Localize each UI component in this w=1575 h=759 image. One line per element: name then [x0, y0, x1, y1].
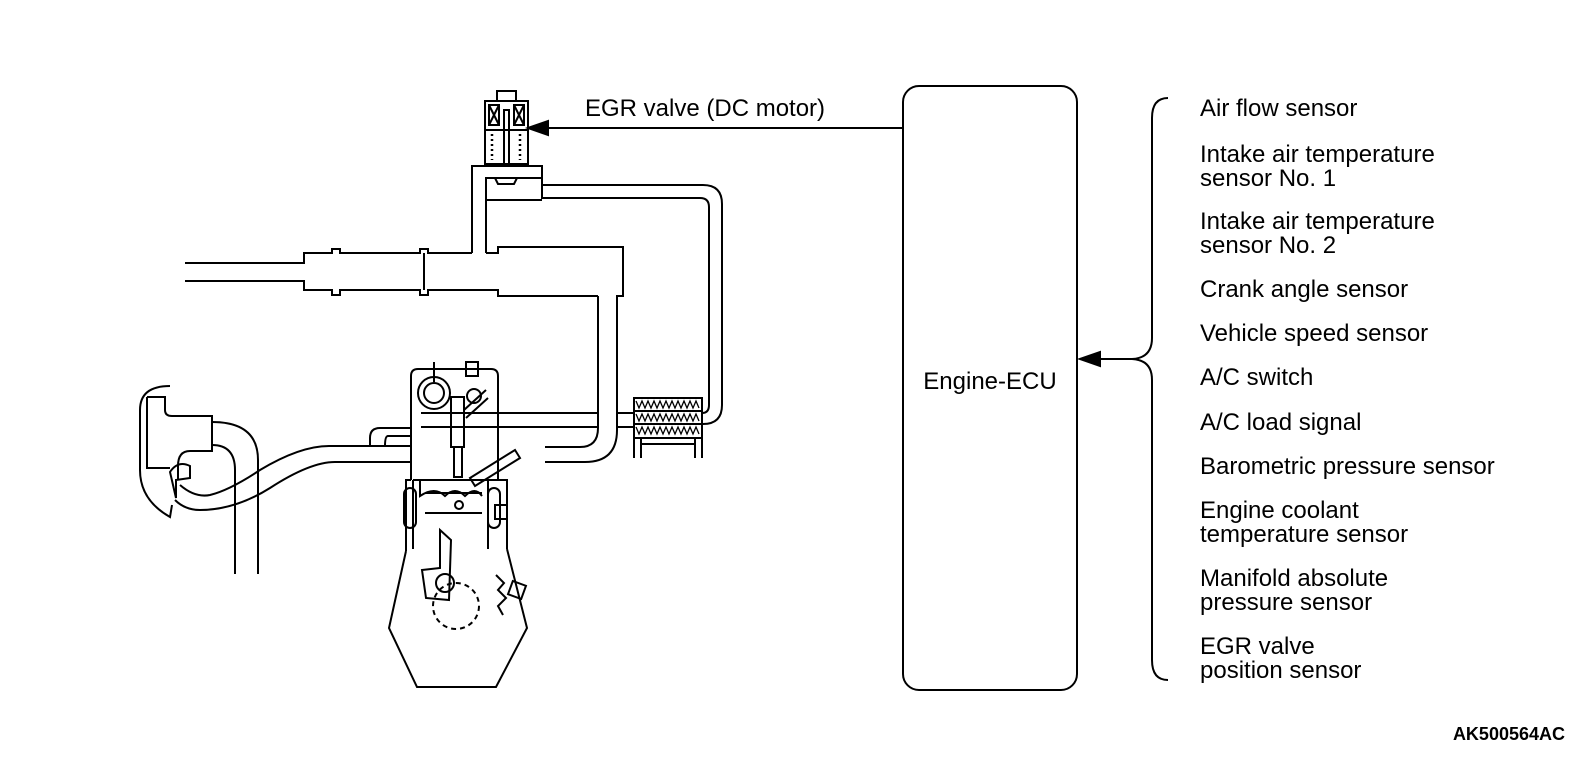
input-line: Intake air temperature — [1200, 208, 1435, 235]
figure-code: AK500564AC — [1452, 724, 1565, 744]
engine-ecu-box — [902, 85, 1078, 691]
input-line: Manifold absolute — [1200, 565, 1389, 592]
egr-control-arrow — [524, 119, 903, 137]
input-line: A/C switch — [1200, 364, 1314, 391]
egr-valve-icon — [484, 90, 529, 185]
input-barometric-pressure-sensor: Barometric pressure sensor — [1200, 455, 1495, 479]
egr-cooler-icon — [617, 397, 703, 458]
input-line: Intake air temperature — [1200, 141, 1435, 168]
input-brace — [1131, 97, 1169, 681]
input-air-flow-sensor: Air flow sensor — [1200, 97, 1357, 121]
egr-valve-label: EGR valve (DC motor) — [585, 95, 826, 122]
input-ac-load-signal: A/C load signal — [1200, 411, 1361, 435]
input-vehicle-speed-sensor: Vehicle speed sensor — [1200, 322, 1428, 346]
input-line: A/C load signal — [1200, 409, 1362, 436]
egr-passage — [471, 165, 723, 425]
input-line: sensor No. 2 — [1200, 232, 1337, 259]
input-line: pressure sensor — [1200, 589, 1373, 616]
input-ac-switch: A/C switch — [1200, 366, 1313, 390]
input-crank-angle-sensor: Crank angle sensor — [1200, 278, 1408, 302]
engine-ecu-label: Engine-ECU — [923, 368, 1057, 395]
turbocharger-icon — [139, 385, 259, 574]
intake-pipe — [185, 246, 624, 463]
input-arrow — [1076, 350, 1132, 368]
input-line: sensor No. 1 — [1200, 165, 1337, 192]
input-line: temperature sensor — [1200, 521, 1409, 548]
input-line: Engine coolant — [1200, 497, 1359, 524]
exhaust-pipe — [174, 427, 411, 512]
input-line: EGR valve — [1200, 633, 1315, 660]
input-line: Crank angle sensor — [1200, 276, 1409, 303]
input-line: Vehicle speed sensor — [1200, 320, 1429, 347]
input-line: position sensor — [1200, 657, 1362, 684]
input-line: Air flow sensor — [1200, 95, 1358, 122]
input-line: Barometric pressure sensor — [1200, 453, 1495, 480]
engine-icon — [387, 361, 598, 688]
